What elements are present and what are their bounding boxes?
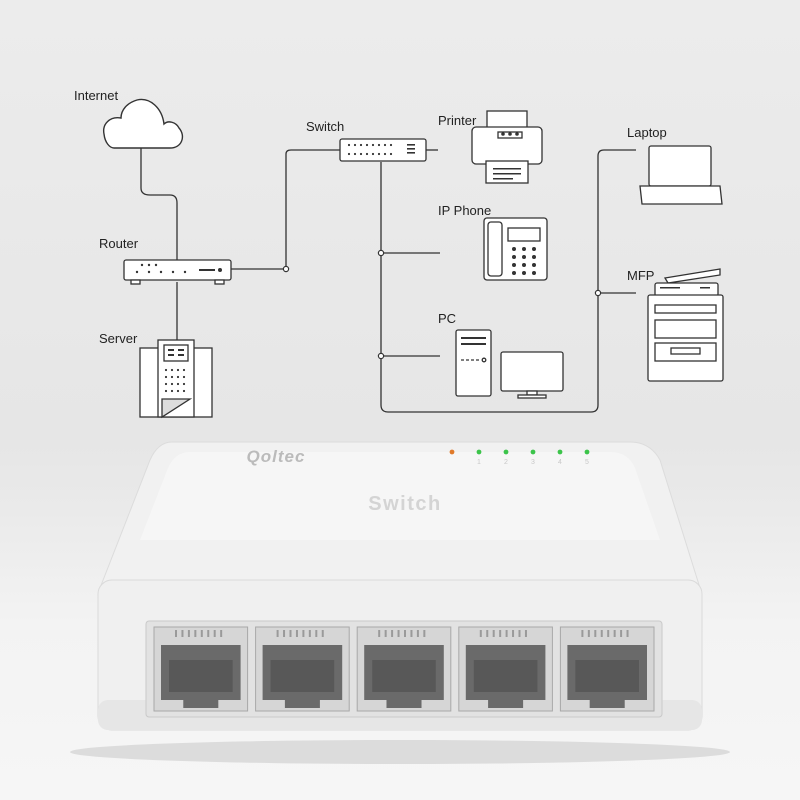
label-internet: Internet xyxy=(74,88,119,103)
junction-dot xyxy=(377,352,385,360)
switch-icon xyxy=(339,138,427,162)
led-number: 1 xyxy=(477,459,481,466)
label-pc: PC xyxy=(438,311,457,326)
brand-logo: Qoltec xyxy=(247,447,306,466)
line-switch-trunk xyxy=(380,149,636,413)
label-switch: Switch xyxy=(306,119,345,134)
mfp-icon xyxy=(647,268,724,382)
status-led xyxy=(503,449,509,455)
device-label: Switch xyxy=(368,493,441,515)
switch-device: 1 2 3 4 5 Qoltec Switch xyxy=(70,441,730,764)
junction-dot xyxy=(282,265,290,273)
junction-dot xyxy=(594,289,602,297)
led-number: 3 xyxy=(531,459,535,466)
ethernet-ports xyxy=(153,626,655,712)
laptop-icon xyxy=(639,145,723,205)
junction-dot xyxy=(377,249,385,257)
label-ip-phone: IP Phone xyxy=(438,203,492,218)
label-laptop: Laptop xyxy=(627,125,667,140)
router-icon xyxy=(123,259,232,285)
led-number: 4 xyxy=(558,459,562,466)
line-router-switch xyxy=(231,149,340,270)
status-led xyxy=(449,449,455,455)
server-icon xyxy=(139,339,213,419)
cloud-icon xyxy=(103,98,184,149)
ethernet-port xyxy=(255,626,350,712)
status-leds: 1 2 3 4 5 xyxy=(449,449,590,466)
label-printer: Printer xyxy=(438,113,477,128)
line-internet-router xyxy=(140,148,178,262)
status-led xyxy=(557,449,563,455)
ethernet-port xyxy=(559,626,655,712)
label-server: Server xyxy=(99,331,138,346)
led-number: 2 xyxy=(504,459,508,466)
connection-lines xyxy=(140,148,636,413)
ethernet-port xyxy=(356,626,452,712)
led-number: 5 xyxy=(585,459,589,466)
junction-dots xyxy=(282,249,602,360)
device-shadow xyxy=(70,740,730,764)
label-mfp: MFP xyxy=(627,268,655,283)
printer-icon xyxy=(471,110,543,184)
ethernet-port xyxy=(458,626,553,712)
device-top-highlight xyxy=(140,452,660,540)
ethernet-port xyxy=(153,626,249,712)
status-led xyxy=(476,449,482,455)
label-router: Router xyxy=(99,236,139,251)
pc-icon xyxy=(455,329,564,399)
status-led xyxy=(584,449,590,455)
ip-phone-icon xyxy=(483,217,548,281)
status-led xyxy=(530,449,536,455)
